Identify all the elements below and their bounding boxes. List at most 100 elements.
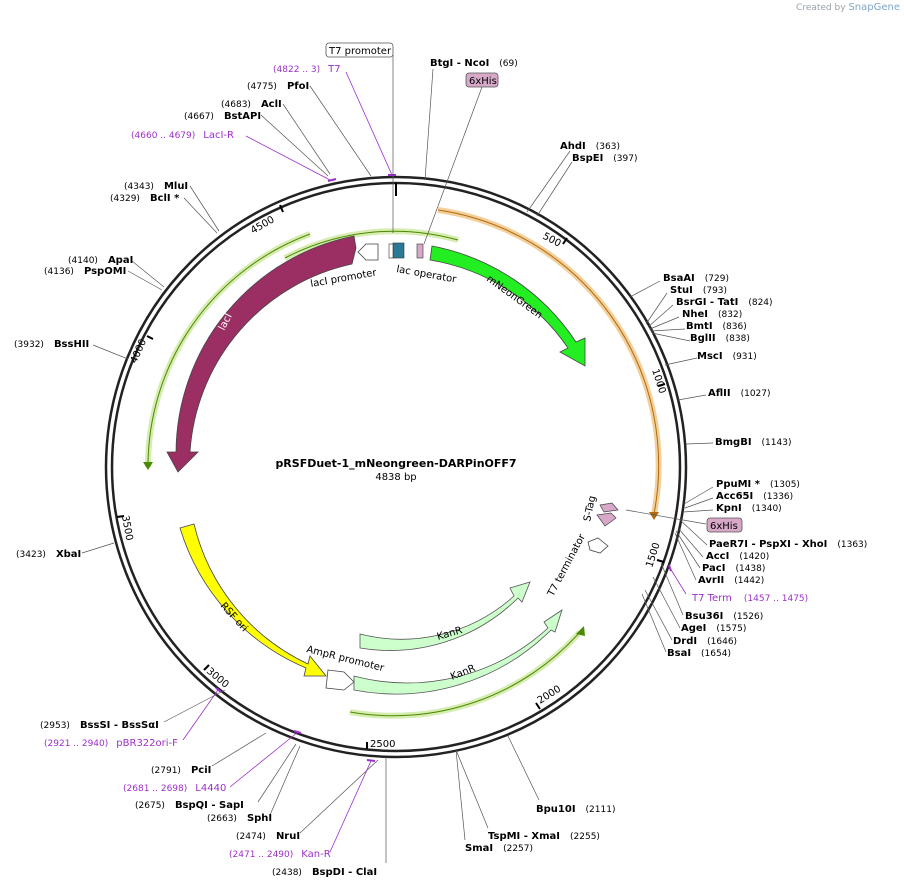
leader-nrui: [299, 759, 379, 834]
leader-ahdi: [526, 150, 571, 213]
leader-pcii: [211, 732, 267, 767]
primer-laci-r: (4660 .. 4679)LacI-R: [131, 130, 234, 141]
leader-paci: [675, 530, 701, 569]
tick-mark-1500: [656, 559, 665, 563]
feature-laci: [166, 235, 357, 473]
tick-4000: 4000: [129, 337, 149, 365]
feature-rsf-ori: [179, 523, 327, 677]
leader-smai: [455, 749, 466, 841]
site-bglii: BglII(838): [690, 333, 750, 344]
primer-t7-term: T7 Term(1457 .. 1475): [691, 593, 808, 604]
leader-bpu10i: [507, 735, 540, 801]
site-bcli: (4329)BclI *: [110, 193, 180, 204]
site-apai: (4140)ApaI: [68, 255, 133, 266]
leader-kpni: [682, 509, 714, 513]
site-acci: AccI(1420): [706, 551, 769, 562]
leader-psppomi: [127, 270, 163, 291]
tick-mark-2000: [535, 702, 541, 710]
primer-t7: (4822 .. 3)T7: [273, 64, 341, 75]
site-agei: AgeI(1575): [681, 623, 746, 634]
site-nrui: (2474)NruI: [236, 831, 300, 842]
leader-tspmi: [455, 749, 489, 829]
site-bmgbi: BmgBI(1143): [715, 437, 791, 448]
leader-apai: [131, 260, 165, 288]
primer-leader-laci-r: [245, 135, 331, 181]
leader-bspqi: [257, 743, 297, 803]
primer-l4440: (2681 .. 2698)L4440: [123, 783, 226, 794]
leader-bsai: [641, 593, 667, 653]
leader-sphi: [269, 745, 301, 816]
leader-bcli: [183, 197, 218, 234]
primer-marker-laci-r: [327, 178, 337, 182]
site-acc65i: Acc65I(1336): [716, 491, 793, 502]
leader-acc65i: [684, 497, 714, 509]
orf-kanr-head: [576, 626, 585, 636]
label-t7-terminator: T7 terminator: [545, 532, 588, 600]
credit-prefix: Created by: [796, 3, 846, 13]
site-pcii: (2791)PciI: [151, 765, 211, 776]
primer-markers: [215, 174, 672, 762]
label-lac-operator: lac operator: [395, 264, 457, 286]
leader-lines: [81, 55, 714, 863]
his-top-label: 6xHis: [469, 76, 497, 87]
tick-mark-4500: [279, 204, 284, 213]
plasmid-name: pRSFDuet-1_mNeongreen-DARPinOFF7: [275, 457, 516, 470]
site-smai: SmaI(2257): [465, 843, 533, 854]
leader-pfoi: [309, 85, 372, 177]
leader-stui: [645, 292, 668, 325]
primer-leaders: [182, 71, 687, 853]
feature-t7-promoter-box: [388, 243, 394, 259]
leader-bspei: [536, 161, 573, 217]
site-pfoi: (4775)PfoI: [247, 81, 309, 92]
feature-t7-terminator: [587, 537, 609, 554]
site-bsshii: (3932)BssHII: [14, 339, 89, 350]
tick-2000: 2000: [536, 684, 563, 707]
site-bmti: BmtI(836): [686, 321, 747, 332]
site-bsaai: BsaAI(729): [663, 273, 729, 284]
tick-4500: 4500: [249, 214, 277, 236]
leader-nhei: [649, 316, 680, 330]
primer-leader-kan-r: [329, 760, 372, 853]
site-ahdi: AhdI(363): [560, 141, 620, 152]
site-psppomi: (4136)PspOMI: [44, 266, 126, 277]
primer-leader-t7-term: [669, 567, 687, 595]
leader-bsssi: [163, 689, 226, 723]
leader-bsaai: [629, 280, 661, 298]
leader-his-top: [423, 86, 483, 245]
site-avrii: AvrII(1442): [698, 575, 764, 586]
feature-his-right: [596, 512, 617, 527]
leader-bglii: [651, 332, 691, 342]
site-drdi: DrdI(1646): [673, 636, 737, 647]
feature-laci-promoter: [357, 243, 379, 261]
primer-marker-kan-r: [366, 759, 376, 762]
site-bspei: BspEI(397): [572, 153, 638, 164]
leader-bsu36i: [660, 562, 684, 616]
t7-promoter-box: [325, 42, 394, 58]
leader-aflii: [677, 394, 707, 401]
snapgene-credit: Created by SnapGene: [796, 2, 900, 13]
site-paci: PacI(1438): [702, 563, 765, 574]
plasmid-size: 4838 bp: [375, 472, 416, 483]
feature-kanr-inner: [359, 581, 531, 651]
site-bsssi: (2953)BssSI - BssSαI: [40, 720, 159, 731]
site-paer7i: PaeR7I - PspXI - XhoI(1363): [709, 539, 867, 550]
feature-mneongreen: [429, 245, 586, 367]
feature-ampr-promoter: [325, 669, 355, 691]
feature-lac-operator: [392, 242, 405, 259]
leader-xbai: [81, 542, 115, 554]
site-acli: (4683)AclI: [221, 99, 282, 110]
leader-bsshii: [92, 344, 129, 360]
site-bspdi: (2438)BspDI - ClaI: [272, 867, 377, 878]
label-s-tag: S-Tag: [582, 495, 598, 523]
scale-ticks: [116, 204, 666, 749]
leader-acci: [677, 527, 704, 558]
primer-pbr322ori-f: (2921 .. 2940)pBR322ori-F: [44, 738, 178, 749]
tick-2500: 2500: [370, 739, 395, 750]
orf-laci-line: [147, 233, 311, 468]
primer-leader-l4440: [229, 731, 299, 788]
primer-marker-pbr322ori-f: [215, 687, 222, 693]
orf-mneongreen-head: [649, 512, 659, 520]
leader-bmti: [650, 328, 686, 332]
orf-mneongreen-line: [437, 209, 660, 515]
primer-kan-r: (2471 .. 2490)Kan-R: [229, 849, 331, 860]
